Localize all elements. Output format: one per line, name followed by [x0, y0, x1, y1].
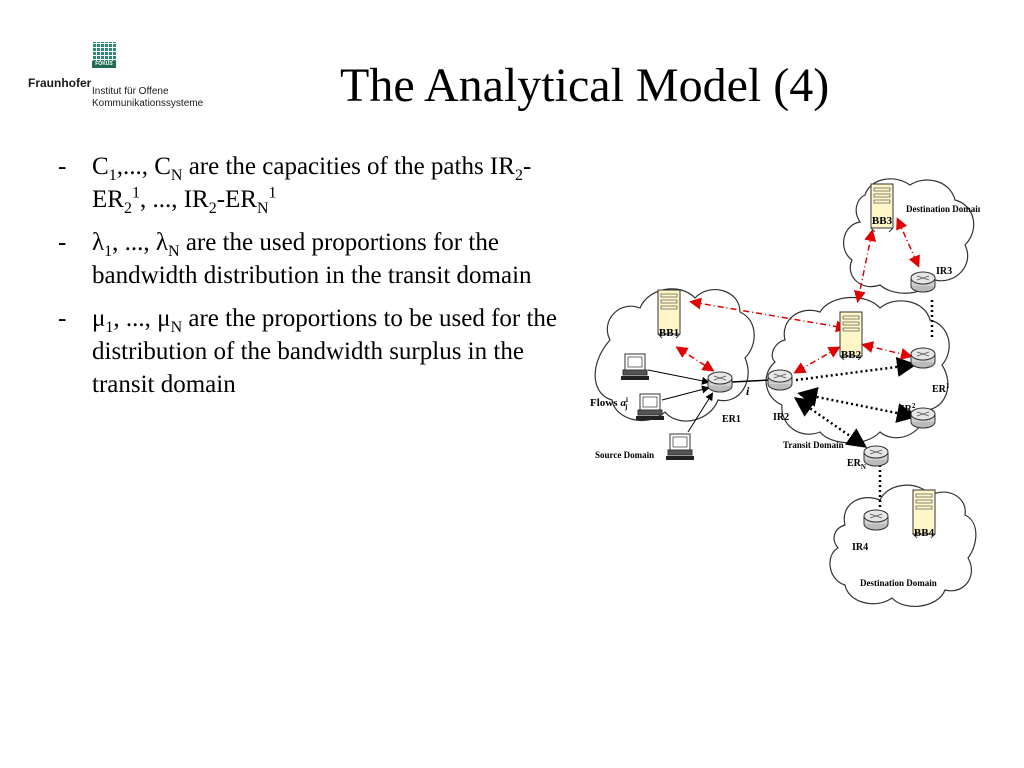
subscript: N [170, 319, 183, 336]
slide-title: The Analytical Model (4) [340, 59, 830, 112]
bullet-lambda: -λ1, ..., λN are the used proportions fo… [58, 226, 568, 292]
subscript: 1 [104, 243, 113, 260]
bullet-dash: - [58, 229, 67, 256]
bullet-list: -C1,..., CN are the capacities of the pa… [58, 150, 568, 411]
logo-line2: Kommunikationssysteme [92, 98, 204, 109]
pc-3-icon [665, 433, 695, 461]
subscript: 1 [105, 319, 114, 336]
flow-line-1 [647, 369, 710, 385]
subscript: 2 [208, 200, 217, 217]
label-er-a: ER1 [932, 382, 950, 395]
logo-line1: Institut für Offene [92, 86, 169, 97]
ir2-router-icon [767, 369, 793, 391]
flow-line-3 [687, 392, 714, 433]
ir3-router-icon [910, 271, 936, 293]
text: , ..., IR [139, 186, 209, 213]
er1-router-icon [707, 371, 733, 393]
label-transit-domain: Transit Domain [783, 440, 844, 450]
bullet-capacities: -C1,..., CN are the capacities of the pa… [58, 150, 568, 217]
network-diagram: BB1 BB2 BB3 BB4 ER1 IR2 IR3 IR4 ER1 ER2 … [590, 178, 980, 607]
pc-2-icon [635, 393, 665, 421]
text: -ER [92, 153, 532, 213]
text: are the used proportions for the bandwid… [92, 229, 532, 289]
text: μ [92, 305, 106, 332]
subscript: N [170, 167, 183, 184]
label-bb1: BB1 [659, 327, 679, 339]
pc-1-icon [620, 353, 650, 381]
link-bb3-ir3 [896, 217, 920, 268]
text: -ER [216, 186, 257, 213]
text: , ..., λ [112, 229, 168, 256]
text: C [92, 153, 109, 180]
label-ir2: IR2 [773, 412, 789, 423]
label-ir4: IR4 [852, 542, 868, 553]
subscript: 1 [108, 167, 117, 184]
subscript: 2 [123, 200, 132, 217]
ern-router-icon [863, 445, 889, 467]
label-er1: ER1 [722, 414, 741, 425]
label-er-b: ER2 [898, 402, 916, 415]
superscript: 1 [268, 184, 277, 202]
er-a-router-icon [910, 347, 936, 369]
text: are the capacities of the paths IR [182, 153, 515, 180]
superscript: 1 [131, 184, 140, 202]
ir4-router-icon [863, 509, 889, 531]
label-ern: ERN [847, 458, 866, 471]
link-bb2-er1 [861, 341, 913, 360]
link-bb2-ir2 [793, 346, 841, 374]
subscript: N [256, 200, 269, 217]
flow-line-2 [661, 385, 710, 401]
label-destination-domain-top: Destination Domain [906, 204, 980, 214]
link-er1-ir2 [731, 379, 771, 383]
label-bb4: BB4 [914, 527, 935, 539]
subscript: 2 [514, 167, 523, 184]
logo-badge: FOKUS [92, 61, 116, 68]
label-destination-domain-bottom: Destination Domain [860, 578, 937, 588]
label-ir3: IR3 [936, 266, 952, 277]
text: are the proportions to be used for the d… [92, 305, 558, 398]
label-bb3: BB3 [872, 215, 893, 227]
fraunhofer-logo: FOKUS Fraunhofer Institut für Offene Kom… [28, 40, 218, 120]
bullet-mu: -μ1, ..., μN are the proportions to be u… [58, 302, 568, 401]
text: λ [92, 229, 105, 256]
bullet-dash: - [58, 153, 67, 180]
subscript: N [168, 243, 180, 260]
label-i: i [746, 384, 750, 398]
text: ,..., C [116, 153, 171, 180]
label-bb2: BB2 [841, 349, 862, 361]
er-b-router-icon [910, 407, 936, 429]
text: , ..., μ [113, 305, 171, 332]
label-source-domain: Source Domain [595, 450, 654, 460]
link-ir2-ern [793, 397, 868, 448]
bullet-dash: - [58, 305, 67, 332]
logo-name: Fraunhofer [28, 76, 92, 90]
link-bb3-bb2 [853, 229, 877, 303]
